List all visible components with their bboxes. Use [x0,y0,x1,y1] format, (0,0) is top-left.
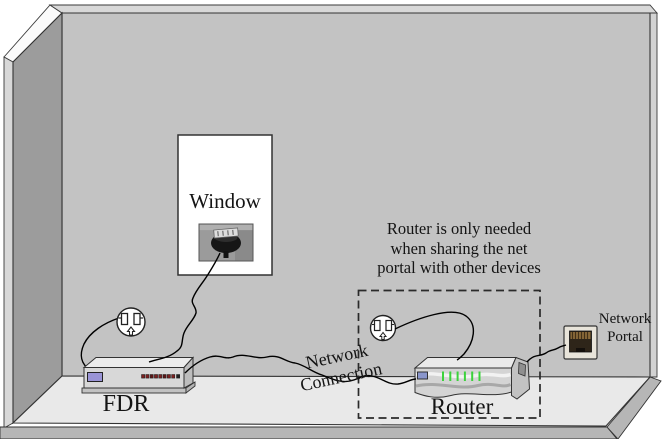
router-display [417,371,428,380]
router-leds [442,371,481,381]
window-label: Window [189,189,261,213]
router-label: Router [430,394,494,419]
window-device [211,227,241,258]
cable-window-to-fdr [148,252,221,363]
fdr-leds [141,374,180,379]
cables [148,252,567,385]
router-note-line-1: Router is only needed [386,219,532,238]
power-outlet-left-icon [116,307,146,337]
router-device [413,356,531,400]
router-note-line-3: portal with other devices [377,258,541,277]
dashed-boundary [357,289,541,419]
floor-front-edge [0,426,618,439]
router-side-notch [518,361,526,377]
top-edge-strip [48,4,658,14]
network-portal-label: Network Portal [595,310,655,346]
network-portal-label-line-1: Network [598,311,652,327]
network-portal-jack-icon [563,325,598,360]
fdr-display [87,372,103,382]
cable-router-power [394,311,474,361]
floor-right-edge [606,376,662,439]
ground-slot [379,331,387,340]
router-note: Router is only needed when sharing the n… [368,219,550,278]
fdr-device [81,356,196,394]
ground-slot [126,326,136,336]
cable-network-connection [184,354,417,385]
network-portal-label-line-2: Portal [607,329,643,345]
back-wall [61,12,651,378]
fdr-label: FDR [102,391,150,417]
router-note-line-2: when sharing the net [390,238,528,258]
power-outlet-right-icon [369,314,397,342]
cable-router-to-portal [526,344,567,363]
left-wall [12,11,63,425]
window-photo [198,223,254,262]
left-edge-strip [3,56,14,429]
cable-fdr-power [80,317,120,371]
